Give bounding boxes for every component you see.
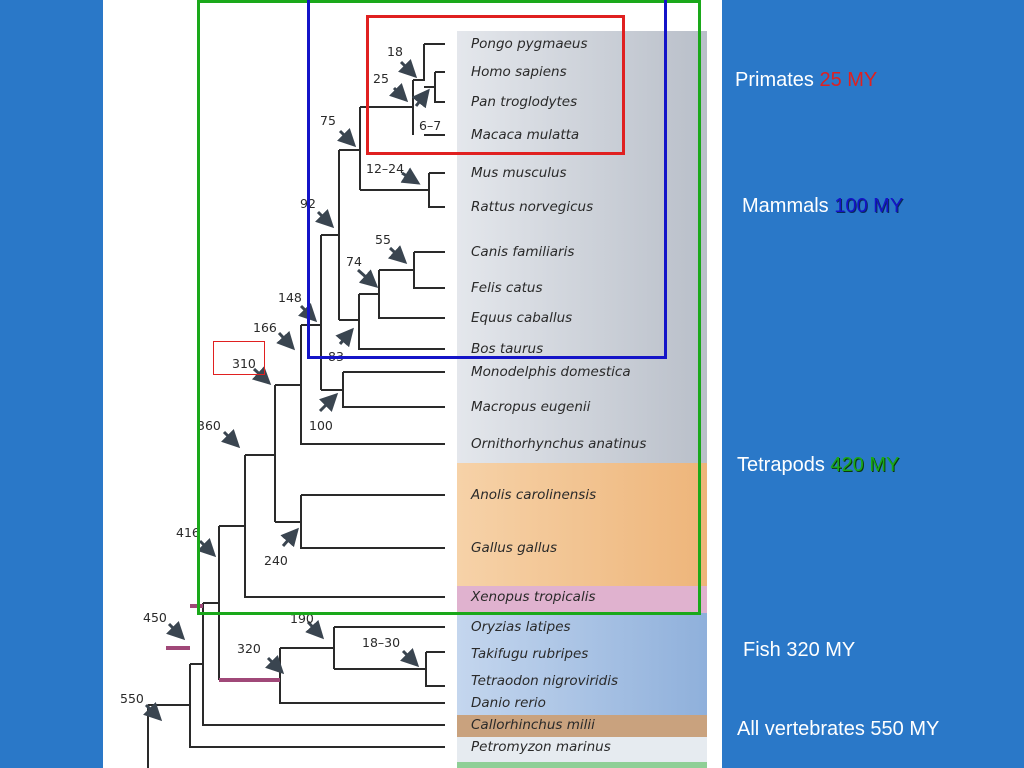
node-label: 74 — [346, 254, 362, 269]
node-label: 75 — [320, 113, 336, 128]
species-label: Macropus eugenii — [471, 399, 591, 415]
node-310-highlight-box — [213, 341, 265, 375]
node-label: 55 — [375, 232, 391, 247]
fish-annotation: Fish 320 MY — [743, 639, 856, 661]
species-label: Mus musculus — [471, 165, 567, 181]
species-label: Pan troglodytes — [471, 94, 578, 110]
node-label: 310 — [232, 356, 256, 371]
species-label: Ornithorhynchus anatinus — [471, 436, 647, 452]
species-label: Pongo pygmaeus — [471, 36, 588, 52]
node-label: 18–30 — [362, 635, 401, 650]
mammals-box — [307, 0, 667, 359]
node-label: 166 — [253, 320, 277, 335]
species-label: Xenopus tropicalis — [471, 589, 596, 605]
mammals-text: Mammals — [742, 195, 829, 217]
species-label: Homo sapiens — [471, 64, 567, 80]
primates-age: 25 MY — [819, 69, 878, 91]
species-label: Tetraodon nigroviridis — [471, 673, 619, 689]
node-label: 450 — [143, 610, 167, 625]
species-label: Canis familiaris — [471, 244, 575, 260]
band-outgroup — [457, 762, 707, 768]
node-label: 6–7 — [419, 118, 442, 133]
band-lamprey — [457, 737, 707, 762]
band-sauropsids — [457, 463, 707, 586]
tetrapods-annotation: Tetrapods 420 MY — [737, 454, 899, 477]
node-label: 550 — [120, 691, 144, 706]
species-label: Callorhinchus milii — [471, 717, 595, 733]
node-label: 320 — [237, 641, 261, 656]
band-amphibians — [457, 586, 707, 613]
primates-box — [366, 15, 625, 155]
band-chondrichthyes — [457, 715, 707, 737]
node-label: 240 — [264, 553, 288, 568]
species-label: Petromyzon marinus — [471, 739, 611, 755]
tetrapods-box — [197, 0, 701, 615]
node-label: 360 — [197, 418, 221, 433]
vertebrates-annotation: All vertebrates 550 MY — [737, 718, 940, 740]
mammals-age: 100 MY — [834, 195, 904, 217]
node-label: 148 — [278, 290, 302, 305]
species-label: Monodelphis domestica — [471, 364, 631, 380]
species-label: Danio rerio — [471, 695, 546, 711]
species-label: Macaca mulatta — [471, 127, 580, 143]
mammals-annotation: Mammals 100 MY — [742, 195, 903, 218]
species-label: Felis catus — [471, 280, 543, 296]
primates-annotation: Primates 25 MY — [735, 69, 877, 92]
node-label: 18 — [387, 44, 403, 59]
species-label: Anolis carolinensis — [471, 487, 597, 503]
node-label: 12–24 — [366, 161, 405, 176]
band-fish — [457, 613, 707, 715]
tree-lines — [143, 43, 445, 768]
primates-text: Primates — [735, 69, 814, 91]
species-label: Equus caballus — [471, 310, 573, 326]
tetrapods-age: 420 MY — [830, 454, 900, 476]
species-label: Rattus norvegicus — [471, 199, 594, 215]
species-label: Gallus gallus — [471, 540, 558, 556]
phylogeny-figure: Pongo pygmaeus Homo sapiens Pan troglody… — [103, 0, 722, 768]
node-label: 25 — [373, 71, 389, 86]
node-label: 100 — [309, 418, 333, 433]
species-label: Takifugu rubripes — [471, 646, 589, 662]
node-label: 416 — [176, 525, 200, 540]
species-label: Bos taurus — [471, 341, 544, 357]
species-label: Oryzias latipes — [471, 619, 571, 635]
tetrapods-text: Tetrapods — [737, 454, 825, 476]
